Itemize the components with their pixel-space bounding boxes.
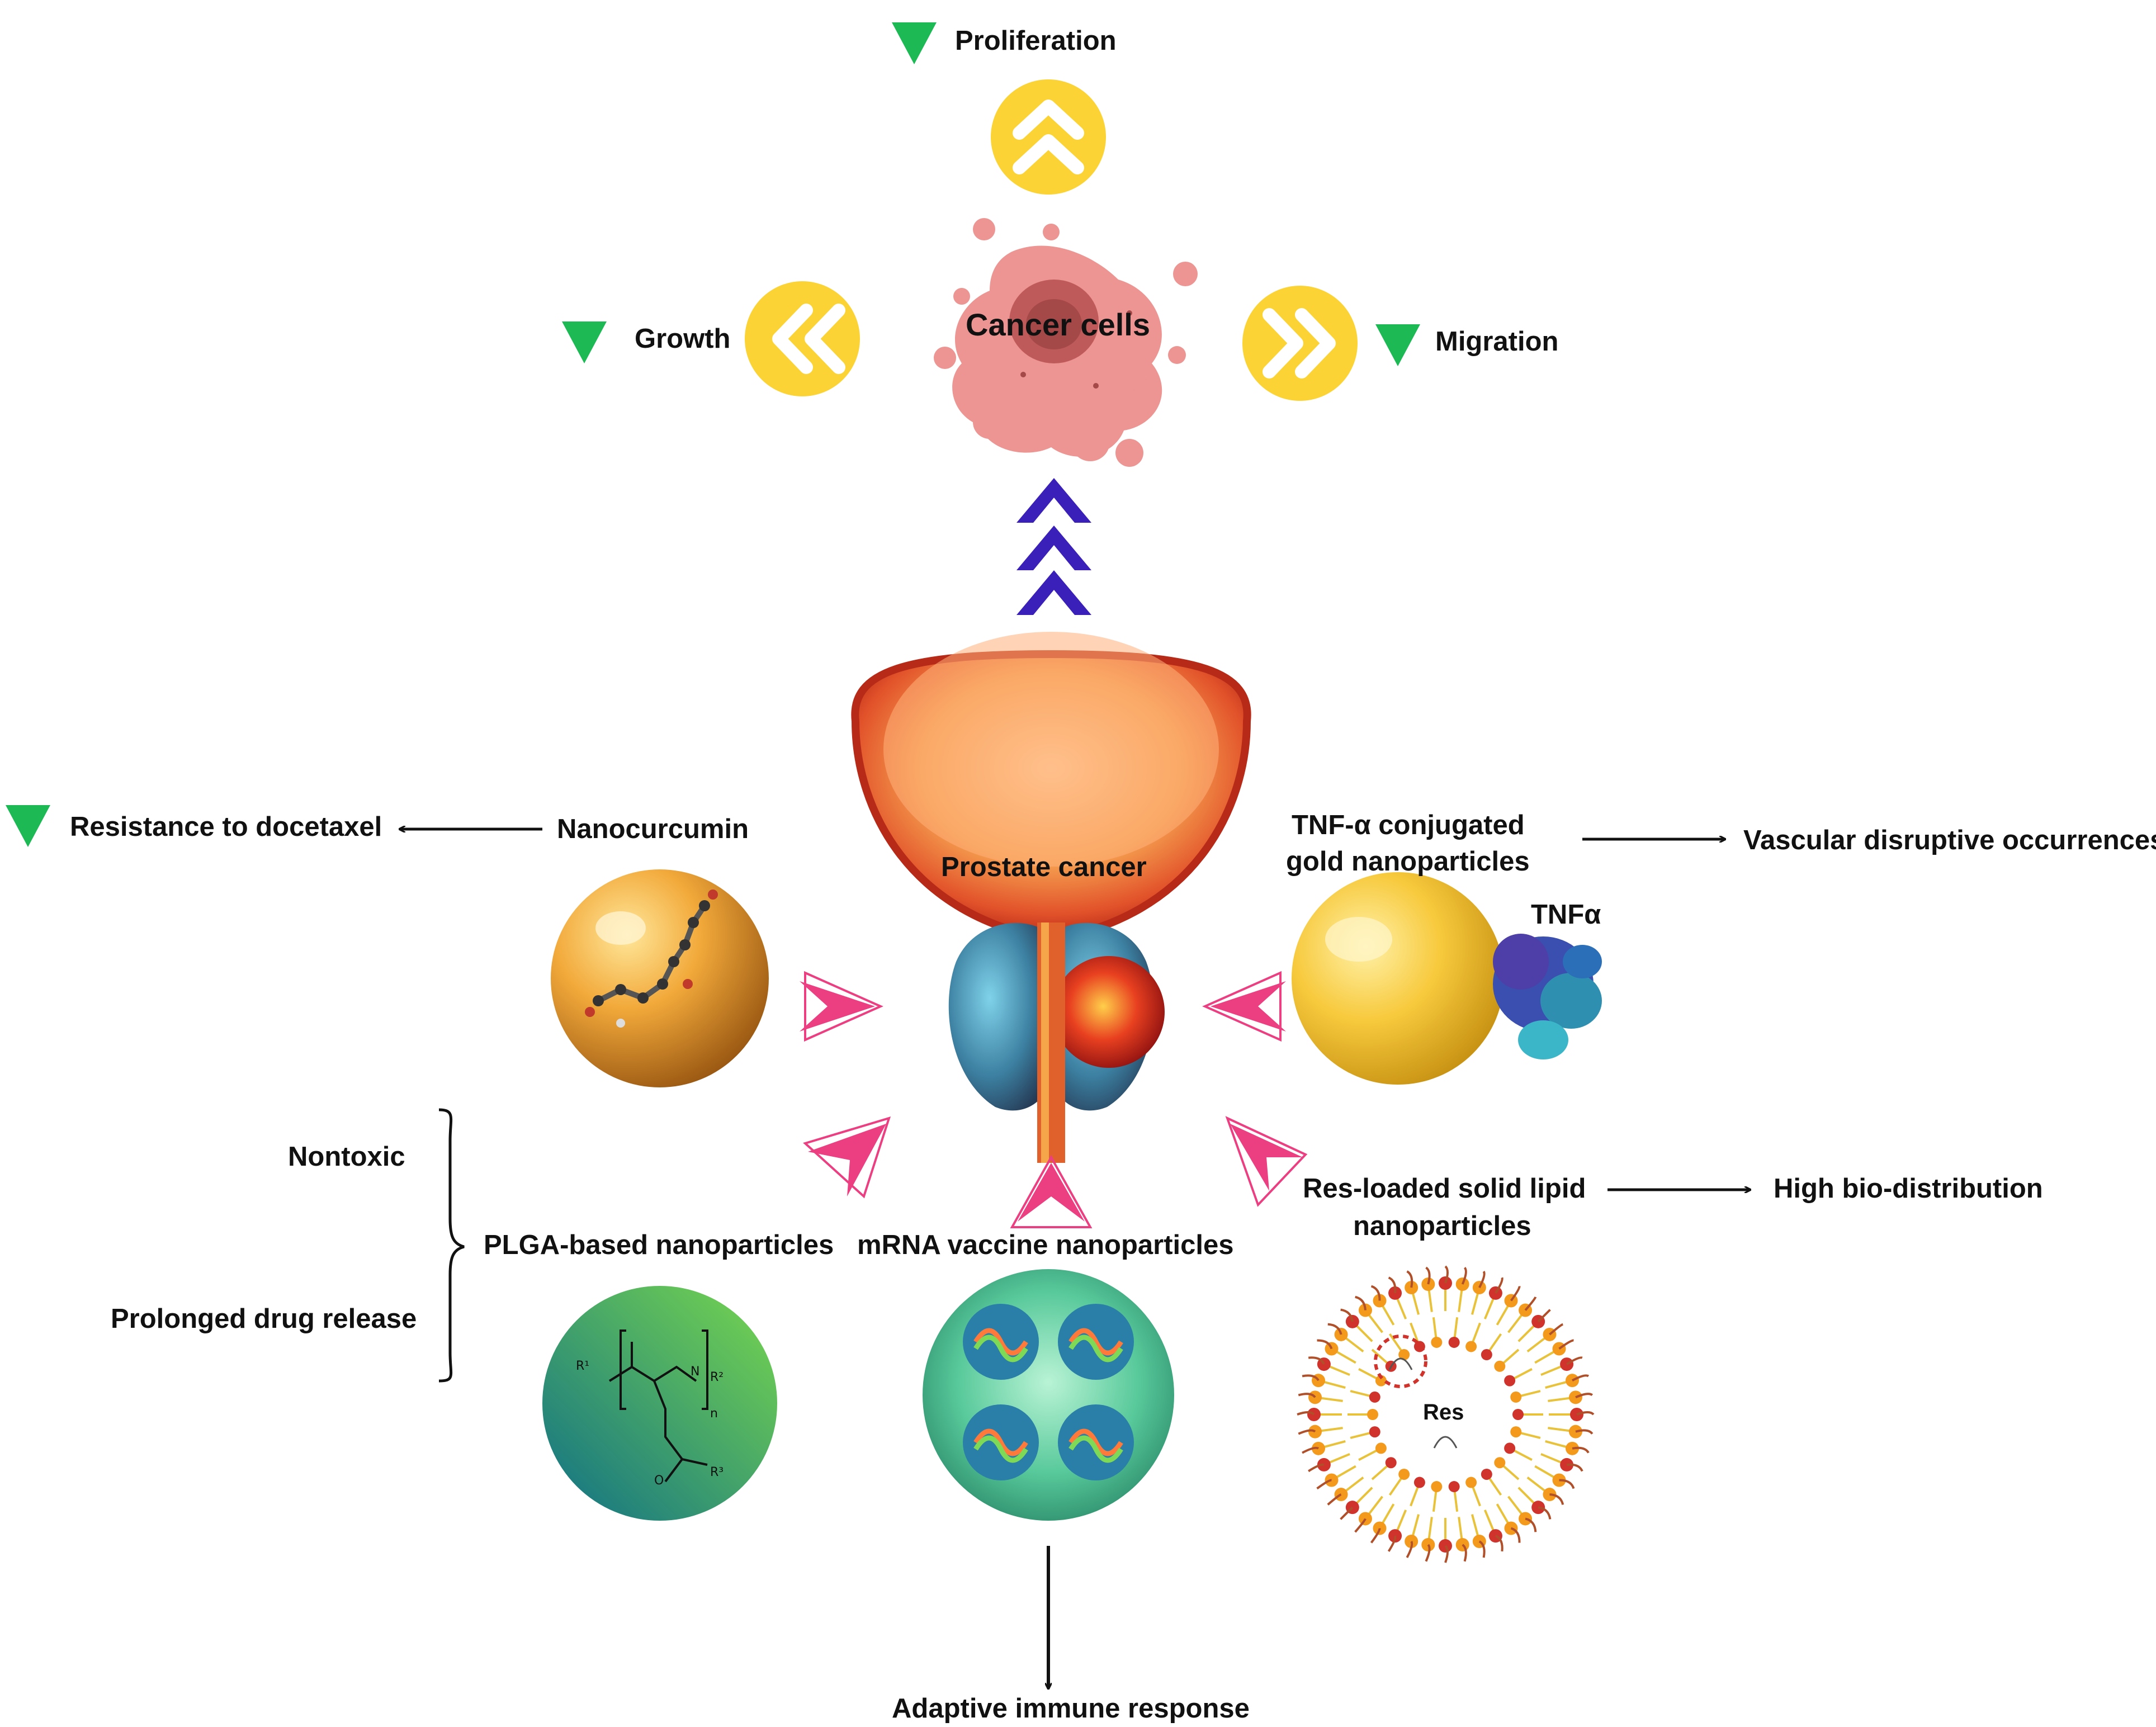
green-marker-proliferation <box>892 22 937 64</box>
nanocurcumin-sphere <box>551 869 769 1087</box>
label-adaptive-immune: Adaptive immune response <box>892 1693 1250 1724</box>
svg-text:O: O <box>654 1474 664 1488</box>
plga-sphere: R¹ N R² n O R³ <box>542 1286 777 1521</box>
cancer-cells-illustration <box>934 218 1198 467</box>
label-vascular: Vascular disruptive occurrences <box>1743 825 2156 855</box>
label-res-sln-line1: Res-loaded solid lipid <box>1303 1174 1586 1204</box>
pink-arrow-from-gold <box>1202 971 1286 1042</box>
label-biodistribution: High bio-distribution <box>1774 1174 2043 1204</box>
label-resistance-docetaxel: Resistance to docetaxel <box>70 812 382 842</box>
upward-chevrons <box>1016 478 1091 615</box>
svg-text:R²: R² <box>710 1370 724 1384</box>
svg-text:N: N <box>691 1365 699 1379</box>
green-marker-docetaxel <box>6 805 50 847</box>
mrna-vaccine-sphere <box>923 1269 1174 1521</box>
pink-arrow-from-plga <box>803 1116 891 1199</box>
label-cancer-cells: Cancer cells <box>966 307 1150 342</box>
tnf-alpha-protein <box>1493 934 1602 1059</box>
label-prolonged-release: Prolonged drug release <box>111 1304 417 1334</box>
svg-text:R¹: R¹ <box>576 1359 589 1373</box>
label-mrna: mRNA vaccine nanoparticles <box>857 1230 1234 1260</box>
label-nontoxic: Nontoxic <box>288 1142 405 1172</box>
label-growth: Growth <box>635 324 731 354</box>
gold-nanoparticle-sphere <box>1292 872 1504 1085</box>
label-migration: Migration <box>1435 327 1559 357</box>
svg-text:R³: R³ <box>710 1465 724 1479</box>
prostate-illustration <box>851 632 1251 1163</box>
label-tnf-gold-line2: gold nanoparticles <box>1286 846 1530 877</box>
solid-lipid-nanoparticle <box>1297 1265 1595 1563</box>
label-res-sln-line2: nanoparticles <box>1353 1211 1531 1241</box>
proliferation-icon <box>991 79 1106 195</box>
label-tnf-alpha: TNFα <box>1531 900 1601 930</box>
label-proliferation: Proliferation <box>955 26 1117 56</box>
curly-brace <box>438 1108 465 1383</box>
pink-arrow-from-lipid <box>1225 1116 1308 1207</box>
svg-text:n: n <box>710 1407 718 1421</box>
green-marker-migration <box>1375 324 1420 366</box>
migration-icon <box>1242 286 1358 401</box>
label-plga: PLGA-based nanoparticles <box>484 1230 834 1260</box>
label-nanocurcumin: Nanocurcumin <box>557 814 749 844</box>
pink-arrow-from-nanocurcumin <box>800 971 883 1042</box>
label-tnf-gold-line1: TNF-α conjugated <box>1292 810 1525 840</box>
pink-arrow-from-mrna <box>1010 1155 1093 1228</box>
label-prostate-cancer: Prostate cancer <box>941 852 1147 882</box>
label-res: Res <box>1423 1400 1464 1425</box>
green-marker-growth <box>562 321 607 363</box>
growth-icon <box>745 281 860 396</box>
